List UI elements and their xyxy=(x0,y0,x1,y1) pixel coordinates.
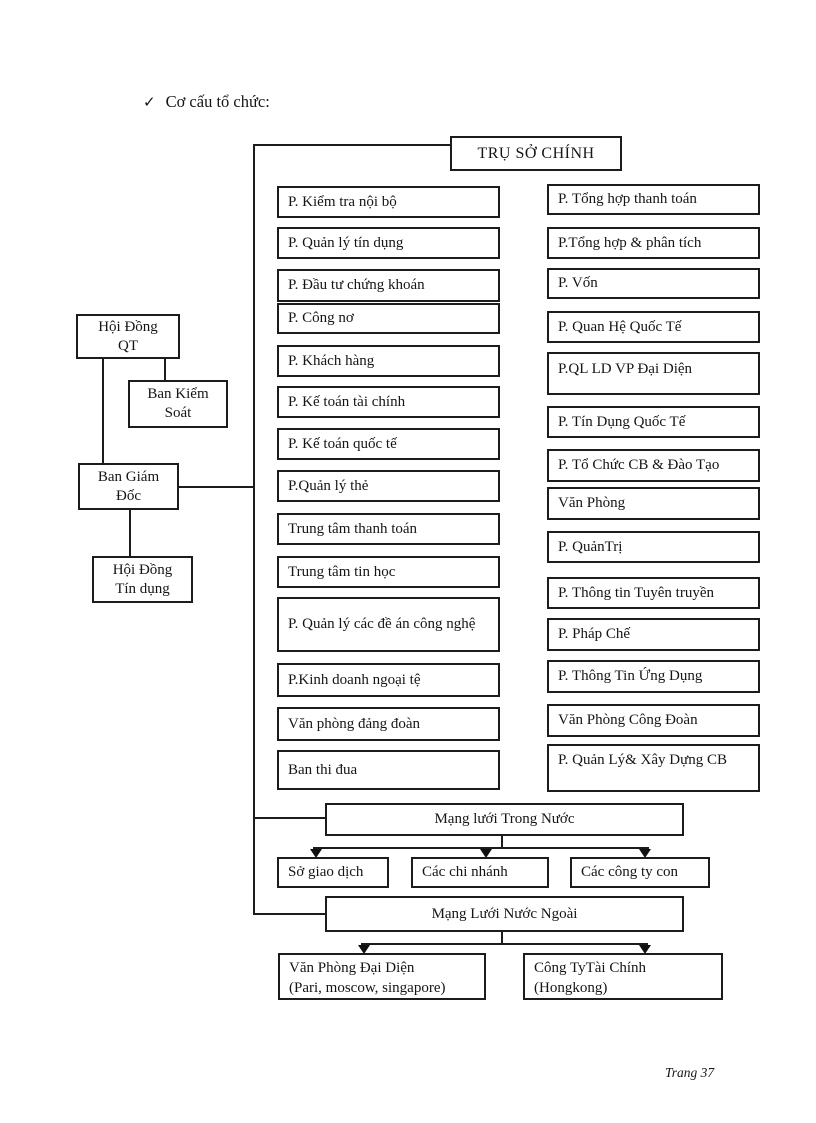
dept-box: P. Quan Hệ Quốc Tế xyxy=(547,311,760,343)
governance-box-credit-council: Hội Đồng Tín dụng xyxy=(92,556,193,603)
dept-box: P. Pháp Chế xyxy=(547,618,760,651)
connector-line xyxy=(129,507,131,558)
foreign-network-box: Mạng Lưới Nước Ngoài xyxy=(325,896,684,932)
dept-box: Văn Phòng Công Đoàn xyxy=(547,704,760,737)
dept-box: P.QL LD VP Đại Diện xyxy=(547,352,760,395)
arrow-down-icon xyxy=(358,945,370,954)
dept-box: P. Công nơ xyxy=(277,303,500,334)
governance-box-supervisory: Ban Kiểm Soát xyxy=(128,380,228,428)
connector-line xyxy=(253,817,327,819)
foreign-child-box: Văn Phòng Đại Diện (Pari, moscow, singap… xyxy=(278,953,486,1000)
dept-box: P. Thông Tin Ứng Dụng xyxy=(547,660,760,693)
connector-line xyxy=(177,486,255,488)
connector-line xyxy=(501,930,503,944)
connector-line xyxy=(253,144,255,915)
dept-box: Văn phòng đảng đoàn xyxy=(277,707,500,741)
dept-box: P. Quản lý tín dụng xyxy=(277,227,500,259)
arrow-down-icon xyxy=(639,849,651,858)
dept-box: P. Khách hàng xyxy=(277,345,500,377)
page-number: Trang 37 xyxy=(665,1065,715,1080)
org-root-box: TRỤ SỞ CHÍNH xyxy=(450,136,622,171)
section-heading: ✓ Cơ cấu tổ chức: xyxy=(143,92,270,112)
dept-box: P. QuảnTrị xyxy=(547,531,760,563)
dept-box: Văn Phòng xyxy=(547,487,760,520)
dept-box: Ban thi đua xyxy=(277,750,500,790)
connector-line xyxy=(164,356,166,382)
dept-box: P.Kinh doanh ngoại tệ xyxy=(277,663,500,697)
connector-line xyxy=(361,943,648,945)
domestic-child-box: Các chi nhánh xyxy=(411,857,549,888)
dept-box: P.Tổng hợp & phân tích xyxy=(547,227,760,259)
dept-box: P. Quản lý các đề án công nghệ xyxy=(277,597,500,652)
dept-box: P. Kế toán tài chính xyxy=(277,386,500,418)
connector-line xyxy=(253,144,452,146)
arrow-down-icon xyxy=(480,849,492,858)
connector-line xyxy=(501,834,503,848)
connector-line xyxy=(253,913,327,915)
connector-line xyxy=(313,847,649,849)
governance-box-board: Hội Đồng QT xyxy=(76,314,180,359)
dept-box: P.Quản lý thẻ xyxy=(277,470,500,502)
dept-box: P. Tín Dụng Quốc Tế xyxy=(547,406,760,438)
governance-box-management: Ban Giám Đốc xyxy=(78,463,179,510)
connector-line xyxy=(102,356,104,464)
dept-box: P. Vốn xyxy=(547,268,760,299)
dept-box: P. Kiểm tra nội bộ xyxy=(277,186,500,218)
foreign-child-box: Công TyTài Chính (Hongkong) xyxy=(523,953,723,1000)
dept-box: P. Thông tin Tuyên truyền xyxy=(547,577,760,609)
dept-box: Trung tâm thanh toán xyxy=(277,513,500,545)
dept-box: P. Quản Lý& Xây Dựng CB xyxy=(547,744,760,792)
arrow-down-icon xyxy=(310,849,322,858)
dept-box: P. Kế toán quốc tế xyxy=(277,428,500,460)
dept-box: P. Đầu tư chứng khoán xyxy=(277,269,500,302)
domestic-child-box: Các công ty con xyxy=(570,857,710,888)
domestic-child-box: Sở giao dịch xyxy=(277,857,389,888)
checkmark-icon: ✓ xyxy=(143,93,156,111)
section-heading-label: Cơ cấu tổ chức: xyxy=(165,92,270,111)
dept-box: P. Tổ Chức CB & Đào Tạo xyxy=(547,449,760,482)
dept-box: P. Tổng hợp thanh toán xyxy=(547,184,760,215)
arrow-down-icon xyxy=(639,945,651,954)
dept-box: Trung tâm tin học xyxy=(277,556,500,588)
domestic-network-box: Mạng lưới Trong Nước xyxy=(325,803,684,836)
